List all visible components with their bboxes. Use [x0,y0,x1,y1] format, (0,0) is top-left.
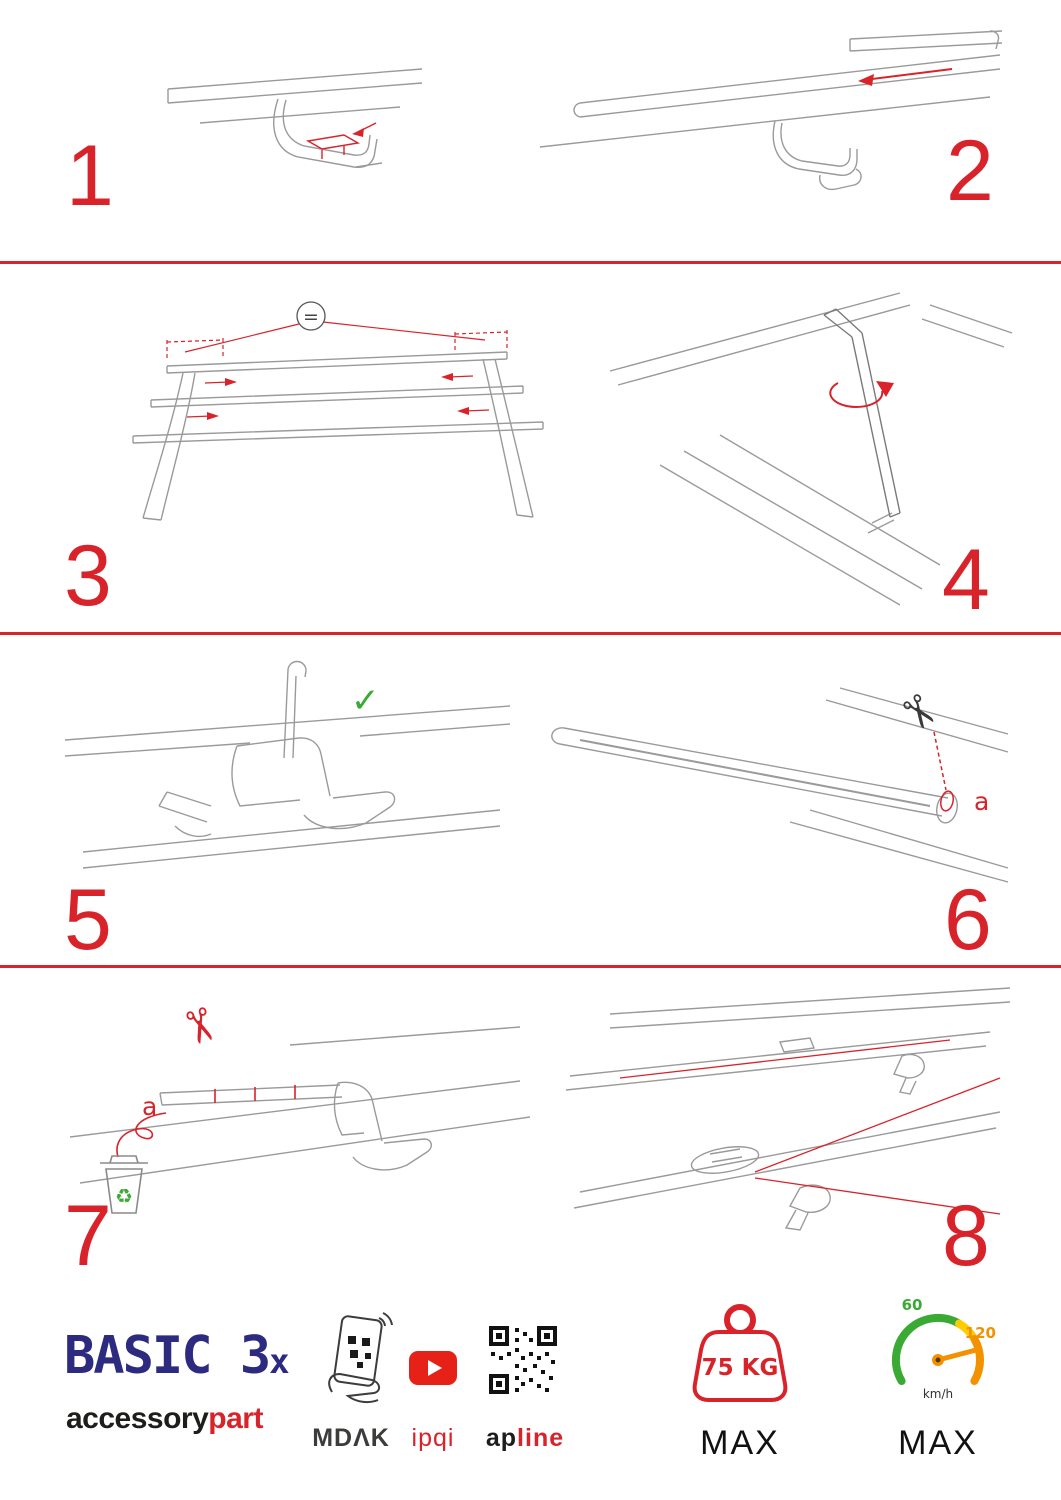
product-qty: x [269,1342,290,1382]
recycle-icon: ♻ [115,1184,133,1208]
phone-scan-icon [328,1312,393,1404]
section-divider [0,261,1061,264]
speedometer-icon: 60 120 km/h [891,1296,996,1401]
weight-value: 75 KG [702,1355,779,1381]
section-divider [0,965,1061,968]
step-6-number: 6 [944,872,992,968]
brand-black: accessory [66,1402,209,1435]
step-8-number: 8 [942,1188,990,1284]
cut-label: a [974,787,989,816]
speed-high-label: 120 [965,1324,996,1342]
weight-icon: 75 KG [692,1304,788,1402]
step-4-number: 4 [942,532,990,628]
partner-apline: apline [480,1424,570,1453]
step-3-number: 3 [64,528,112,624]
partner-line: line [517,1424,565,1452]
check-icon: ✓ [351,681,380,721]
weight-max-label: MAX [700,1424,780,1462]
equal-sign: = [303,306,319,328]
cut-label: a [142,1092,157,1121]
step-1-illustration [167,68,423,169]
product-name: BASIC 3 [64,1326,271,1386]
step-4-illustration [609,292,1013,606]
step-3-illustration: = [132,301,544,521]
step-2-number: 2 [946,123,994,219]
speed-unit-label: km/h [923,1387,953,1401]
step-8-illustration [565,987,1011,1231]
step-6-illustration: ✂ a [551,683,1009,883]
qr-code [489,1326,557,1394]
scissors-icon: ✂ [887,683,950,742]
step-2-illustration [539,30,1003,191]
speed-max-label: MAX [898,1424,978,1462]
brand-red: part [208,1402,263,1435]
step-5-illustration: ✓ [64,660,511,869]
product-logo: BASIC 3x [64,1326,290,1386]
trash-icon [100,1155,148,1214]
step-5-number: 5 [64,872,112,968]
youtube-icon [409,1351,457,1385]
brand-wordmark: accessorypart [66,1402,263,1436]
speed-low-label: 60 [902,1296,923,1314]
section-divider [0,632,1061,635]
step-7-number: 7 [64,1188,112,1284]
step-1-number: 1 [66,128,114,224]
step-7-illustration: ✂ a ♻ [69,1000,531,1214]
partner-ap: ap [485,1424,518,1452]
equal-badge [296,301,326,331]
partner-mdak: MDΛK [312,1424,390,1452]
scissors-icon: ✂ [168,1000,231,1053]
partner-ipqi: ipqi [411,1424,455,1452]
